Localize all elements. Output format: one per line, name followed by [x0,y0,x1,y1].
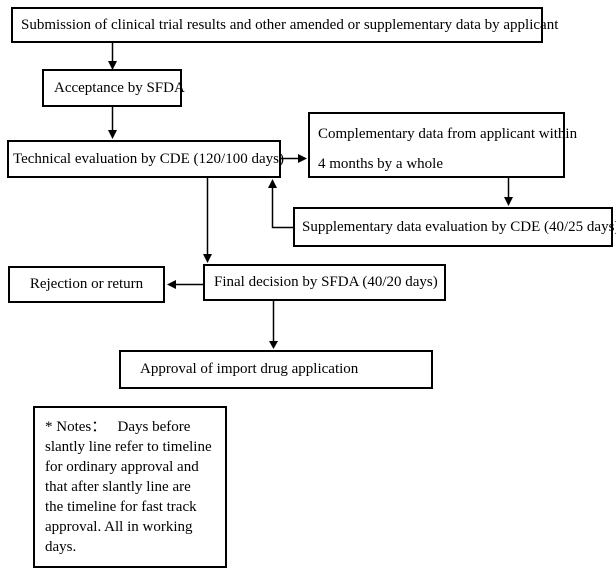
complementary-line-1: Complementary data from applicant within [318,126,578,142]
arrow-final-to-approval [269,301,278,349]
node-approval-import-drug: Approval of import drug application [119,350,433,389]
notes-box: * Notes： Days before slantly line refer … [33,406,227,568]
node-supplementary-evaluation-cde: Supplementary data evaluation by CDE (40… [293,207,616,247]
notes-line-7: days. [45,539,77,555]
arrow-technical-to-complementary [281,154,307,163]
notes-line-1: * Notes： Days before [45,419,191,435]
notes-line-6: approval. All in working [45,519,193,535]
complementary-line-2: 4 months by a whole [318,156,443,172]
notes-line-4: that after slantly line are [45,479,191,495]
arrow-complementary-to-supplementary [504,178,513,206]
node-technical-evaluation-cde: Technical evaluation by CDE (120/100 day… [7,140,284,178]
arrow-acceptance-to-technical [108,107,117,139]
arrow-final-to-rejection [167,280,203,289]
node-complementary-data: Complementary data from applicant within… [308,112,578,178]
node-submission: Submission of clinical trial results and… [11,7,558,43]
arrow-supplementary-to-technical [268,179,293,229]
notes-line-5: the timeline for fast track [45,499,197,515]
node-final-decision-sfda: Final decision by SFDA (40/20 days) [203,264,446,301]
notes-line-3: for ordinary approval and [45,459,199,475]
notes-line-2: slantly line refer to timeline [45,439,212,455]
arrow-technical-to-final [203,178,212,263]
arrow-submission-to-acceptance [108,43,117,70]
node-rejection-or-return: Rejection or return [8,266,165,303]
node-acceptance-sfda: Acceptance by SFDA [42,69,185,107]
